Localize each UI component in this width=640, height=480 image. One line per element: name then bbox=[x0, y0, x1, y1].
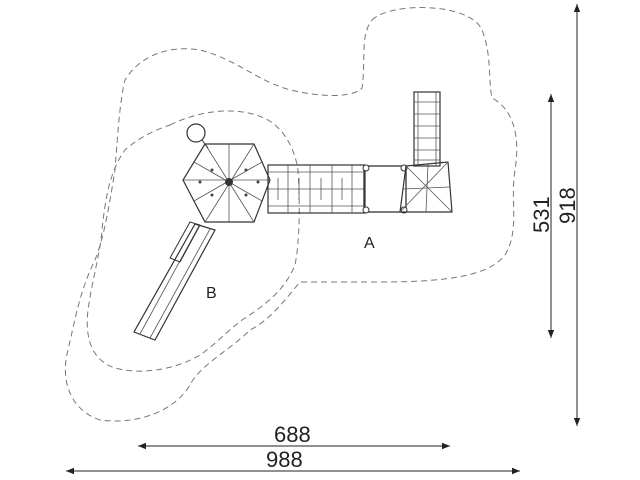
dimension-688: 688 bbox=[274, 422, 311, 447]
dimension-918: 918 bbox=[555, 187, 580, 224]
slide-b bbox=[133, 221, 216, 341]
inner-safety-zone bbox=[86, 110, 300, 372]
ladder bbox=[413, 91, 441, 167]
height-dimension-outer: 918 bbox=[555, 4, 581, 426]
triangle-climber-a bbox=[399, 161, 453, 213]
width-dimension-inner: 688 bbox=[138, 422, 450, 450]
width-dimension-outer: 988 bbox=[66, 447, 520, 475]
bridge-section bbox=[267, 164, 366, 214]
ring-handle bbox=[186, 123, 209, 149]
outer-safety-zone bbox=[64, 7, 518, 422]
dimension-988: 988 bbox=[266, 447, 303, 472]
height-dimension-inner: 531 bbox=[529, 94, 555, 338]
zone-label-a: A bbox=[364, 235, 375, 252]
hexagon-tower bbox=[182, 143, 271, 223]
dimension-531: 531 bbox=[529, 196, 554, 233]
zone-label-b: B bbox=[206, 285, 217, 302]
